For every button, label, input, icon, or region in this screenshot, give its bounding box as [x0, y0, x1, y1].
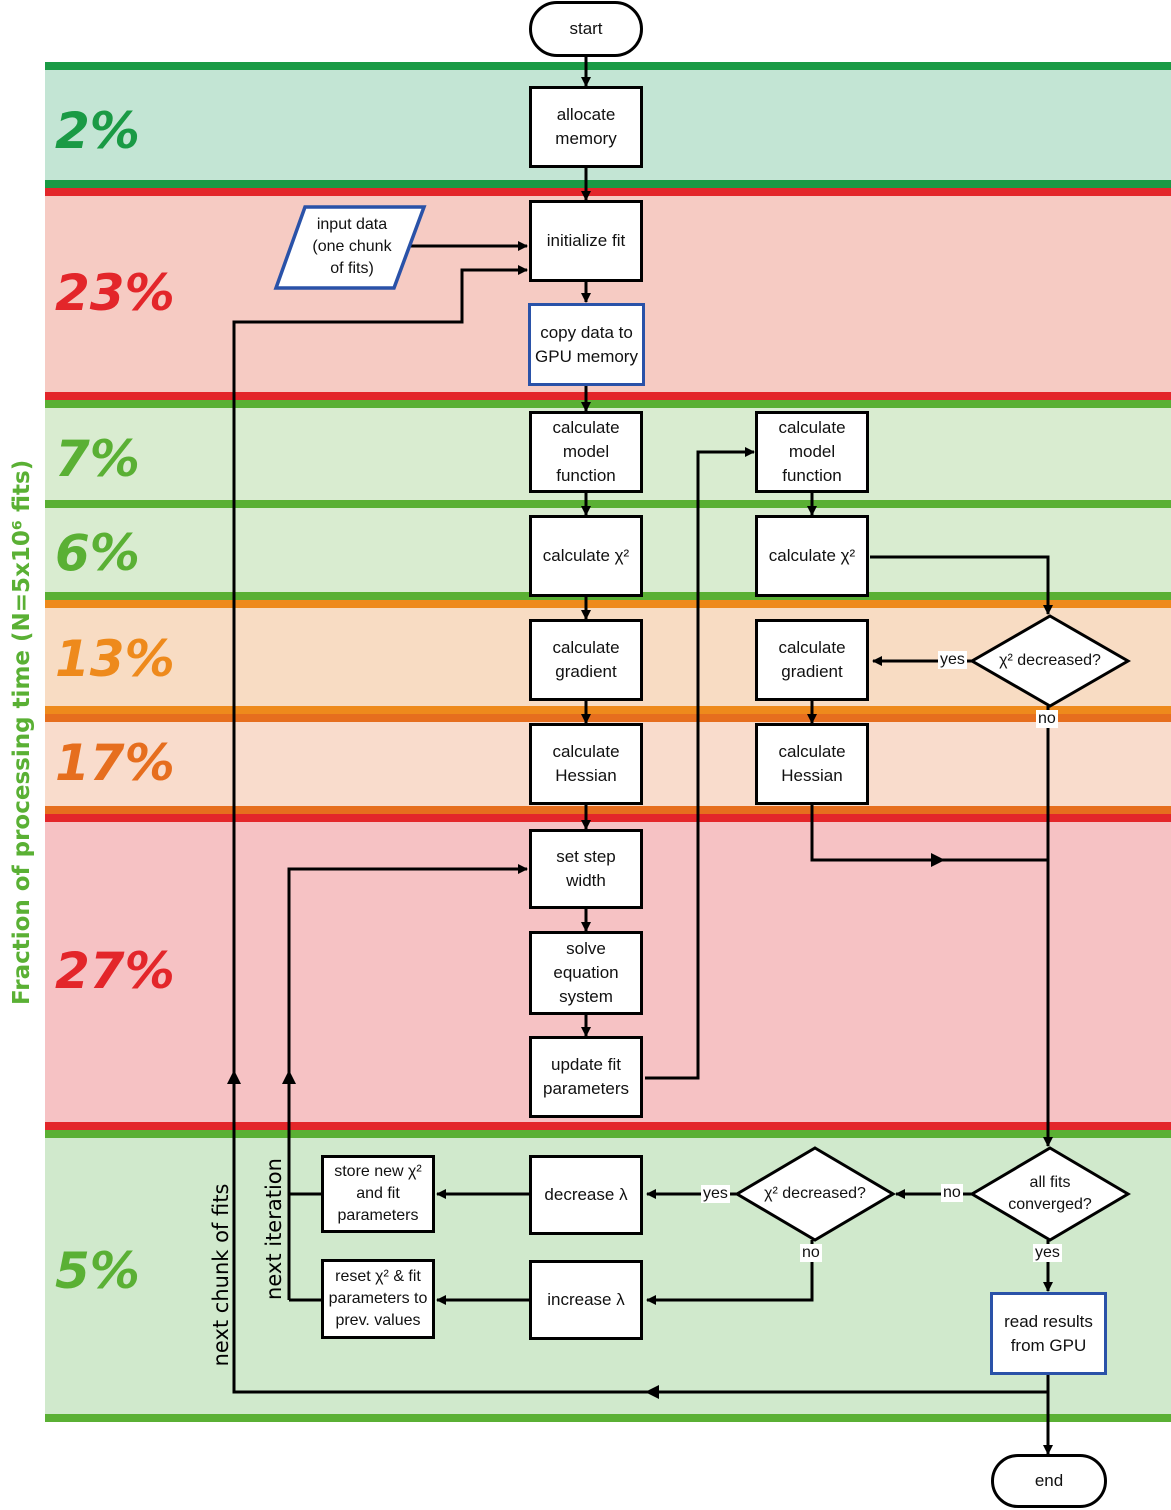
calc-hessian-box: calculate Hessian [529, 723, 643, 805]
calc-gradient-box: calculate gradient [529, 619, 643, 701]
chi2-decreased-label: χ² decreased? [999, 652, 1101, 669]
increase-lambda-box: increase λ [529, 1260, 643, 1340]
band-divider [45, 600, 1171, 608]
no-label: no [800, 1244, 822, 1262]
calc-chi2-box: calculate χ² [529, 515, 643, 597]
pct-label: 27% [55, 942, 175, 1000]
arrowhead [227, 1070, 241, 1084]
calc-gradient-box: calculate gradient [755, 619, 869, 701]
band-divider [45, 814, 1171, 822]
end-terminal: end [991, 1454, 1107, 1508]
arrow [645, 447, 755, 1080]
pct-label: 2% [55, 102, 140, 160]
band-divider [45, 1130, 1171, 1138]
next-iteration-arrow [287, 864, 528, 1196]
arrow [810, 805, 1048, 862]
calc-model-box: calculate model function [755, 411, 869, 493]
input-data-parallelogram [273, 205, 427, 290]
pct-label: 6% [55, 524, 140, 582]
pct-label: 5% [55, 1242, 140, 1300]
decision-diamond [968, 614, 1132, 708]
arrowhead [931, 853, 945, 867]
yes-label: yes [701, 1185, 730, 1203]
band-divider [45, 188, 1171, 196]
pct-label: 7% [55, 430, 140, 488]
no-label: no [1036, 710, 1058, 728]
pct-label: 17% [55, 734, 175, 792]
copy-to-gpu-box: copy data to GPU memory [528, 303, 645, 386]
band-divider [45, 706, 1171, 714]
band-divider [45, 400, 1171, 408]
calc-hessian-box: calculate Hessian [755, 723, 869, 805]
arrowhead [282, 1070, 296, 1084]
set-step-width-box: set step width [529, 829, 643, 909]
band-divider [45, 714, 1171, 722]
band-divider [45, 392, 1171, 400]
arrowhead [645, 1385, 659, 1399]
store-new-chi2-box: store new χ² and fit parameters [321, 1155, 435, 1233]
decision-diamond [969, 1146, 1131, 1242]
solve-equation-box: solve equation system [529, 931, 643, 1015]
all-fits-converged-label: all fits converged? [1008, 1174, 1092, 1213]
calc-chi2-box: calculate χ² [755, 515, 869, 597]
reset-chi2-box: reset χ² & fit parameters to prev. value… [321, 1259, 435, 1339]
initialize-fit-box: initialize fit [529, 200, 643, 282]
arrow [646, 1240, 814, 1305]
band-divider [45, 1122, 1171, 1130]
decrease-lambda-box: decrease λ [529, 1155, 643, 1235]
yes-label: yes [938, 651, 967, 669]
band-divider [45, 500, 1171, 508]
band-divider [45, 62, 1171, 70]
decision-diamond [734, 1146, 896, 1242]
band-divider [45, 1414, 1171, 1422]
arrow [870, 555, 1053, 615]
next-chunk-arrow [232, 265, 1048, 1394]
allocate-memory-box: allocate memory [529, 86, 643, 168]
read-results-box: read results from GPU [990, 1292, 1107, 1375]
calc-model-box: calculate model function [529, 411, 643, 493]
start-terminal: start [529, 1, 643, 57]
input-data-label: input data (one chunk of fits) [312, 216, 392, 277]
band-divider [45, 806, 1171, 814]
yes-label: yes [1033, 1244, 1062, 1262]
update-fit-params-box: update fit parameters [529, 1036, 643, 1118]
chi2-decreased-label: χ² decreased? [764, 1185, 866, 1202]
band-divider [45, 180, 1171, 188]
pct-label: 13% [55, 630, 175, 688]
no-label: no [941, 1184, 963, 1202]
pct-label: 23% [55, 264, 175, 322]
